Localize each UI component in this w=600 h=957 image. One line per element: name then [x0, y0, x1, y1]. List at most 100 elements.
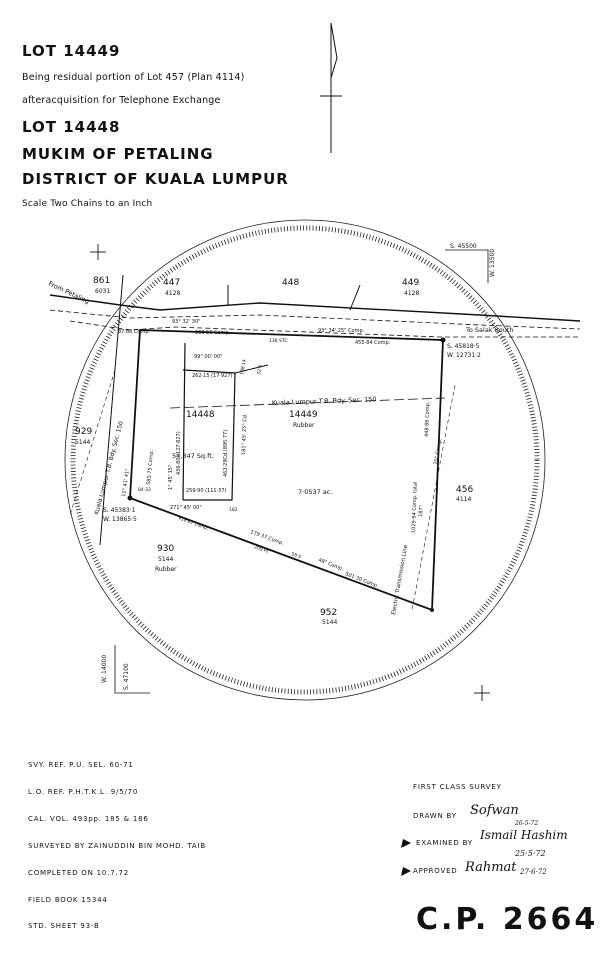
scale-text: Scale Two Chains to an Inch: [22, 199, 153, 209]
lot-14448-num: 14448: [186, 410, 215, 420]
coord-sw-w: W. 13865·5: [103, 516, 137, 523]
lot-861-num: 861: [93, 276, 110, 286]
distance-top-right: 455·84 Comp.: [355, 340, 391, 346]
lot-description-line2: afteracquisition for Telephone Exchange: [22, 95, 221, 106]
lot-952-num: 952: [320, 608, 337, 618]
std-sheet: STD. SHEET 93-B: [28, 922, 100, 930]
svy-ref: SVY. REF. P.U. SEL. 60-71: [28, 761, 134, 769]
lot-description-line1: Being residual portion of Lot 457 (Plan …: [22, 72, 245, 83]
distance-inner-bottom: 259·90 (111·37): [186, 488, 227, 494]
cal-vol: CAL. VOL. 493pp. 185 & 186: [28, 815, 149, 823]
completed-on: COMPLETED ON 10.7.72: [28, 869, 129, 877]
small-d: 84·33: [138, 487, 151, 493]
lot-second-title: LOT 14448: [22, 118, 121, 136]
coord-ne-s: S. 45818·5: [447, 343, 480, 350]
lot-456-sub: 4114: [456, 496, 471, 503]
lot-929-num: 929: [75, 427, 92, 437]
lot-952-sub: 5144: [322, 619, 337, 626]
scale-circle: [64, 219, 546, 701]
road-from-label: From Petaling: [47, 280, 90, 306]
approved-label: APPROVED: [413, 867, 458, 875]
survey-plan: S. 45500 W. 13500 S. 47100 W. 14000 861 …: [47, 219, 581, 701]
bearing-top-left: 93° 32' 30": [172, 319, 200, 325]
lo-ref: L.O. REF. P.H.T.K.L. 9/5/70: [28, 788, 139, 796]
lot-14449-use: Rubber: [293, 422, 315, 429]
lot-930-num: 930: [157, 544, 174, 554]
lot-14449-num: 14449: [289, 410, 318, 420]
small-a: 138 STC: [269, 338, 288, 344]
lot-14448-area: 54,347 Sq.ft.: [172, 452, 214, 460]
lot-449-sub: 4128: [404, 290, 419, 297]
small-f: 58·5: [290, 551, 302, 560]
small-g: 418·82 Comp.: [177, 515, 209, 531]
distance-right-vert: 1029·94 Comp. total: [411, 481, 419, 533]
north-arrow-icon: [320, 22, 342, 153]
approved-signature: Rahmat: [465, 860, 517, 875]
transmission-label: Electric Transmission Line: [391, 544, 409, 615]
distance-bottom-mid: 501·30 Comp.: [344, 571, 379, 589]
lot-448-num: 448: [282, 278, 299, 288]
grid-cross-nw: [90, 244, 106, 260]
road-south-edge: [49, 309, 581, 330]
lot-main-title: LOT 14449: [22, 42, 121, 60]
lot-929-sub: 5144: [75, 439, 90, 446]
bearing-inner-top: 99° 00' 00": [194, 354, 222, 360]
scale-circle-ticks: [70, 225, 540, 695]
coord-sw-s: S. 45383·1: [103, 507, 136, 514]
road-north-edge: [49, 294, 581, 322]
kl-boundary-line: [169, 397, 446, 409]
bearing-right: 187°: [418, 504, 425, 517]
small-h: 32·6: [256, 364, 264, 375]
lot-449-num: 449: [402, 278, 419, 288]
bearing-inner-bottom: 271° 45' 00": [170, 505, 202, 511]
small-c: 182: [229, 507, 238, 513]
surveyed-by: SURVEYED BY ZAINUDDIN BIN MOHD. TAIB: [28, 842, 206, 850]
road-to-label: To Salak South: [465, 326, 514, 334]
approved-date: 27·6·72: [520, 868, 547, 876]
bearing-inner-mid: 181° 45' 25" Cd.: [241, 413, 248, 455]
lot-14449-area: 7·0537 ac.: [298, 488, 332, 496]
drawn-date: 26-5-72: [515, 820, 539, 827]
kl-boundary-label: Kuala Lumpur T.B. Bdy. Sec. 150: [272, 395, 377, 407]
lot-447-num: 447: [163, 278, 180, 288]
road-reserve: [69, 320, 580, 338]
lot-930-sub: 5144: [158, 556, 173, 563]
bearing-right2: 70° Comp.: [433, 438, 444, 466]
first-class-survey: FIRST CLASS SURVEY: [413, 783, 502, 791]
small-b: 188·14: [239, 359, 248, 376]
small-e: 209 Pl.: [253, 544, 270, 555]
grid-cross-se: [474, 685, 490, 701]
distance-small-left: 87·88 Comp.: [118, 329, 150, 335]
drawn-signature: Sofwan: [470, 803, 519, 818]
distance-inner-mid: 463·29Cd.(895·77): [223, 430, 229, 477]
bearing-bottom: 48° Comp.: [317, 557, 344, 572]
distance-inner-top: 262·15 (17·927): [192, 373, 233, 379]
examined-by-label: EXAMINED BY: [416, 839, 473, 847]
examined-date: 25·5·72: [515, 849, 546, 858]
lot-930-use: Rubber: [155, 566, 177, 573]
distance-left-edge: 585·75 Comp.: [146, 449, 155, 485]
examined-signature: Ismail Hashim: [480, 828, 568, 842]
distance-right-vert2: 448·86 Comp.: [424, 401, 431, 437]
grid-top-w: W. 13500: [489, 249, 496, 277]
district-title: DISTRICT OF KUALA LUMPUR: [22, 170, 289, 188]
lot-861-sub: 6031: [95, 288, 110, 295]
grid-corner-sw: [114, 645, 150, 694]
grid-corner-ne: [445, 249, 489, 283]
cp-number: C.P. 26641: [416, 902, 600, 937]
bearing-left-edge: 11° 41' 41": [121, 468, 131, 497]
bearing-top-right: 93° 34' 25" Comp.: [318, 328, 365, 334]
mukim-title: MUKIM OF PETALING: [22, 145, 214, 163]
boundary-861-929: [99, 274, 124, 546]
lot-14448-boundary: [182, 369, 236, 501]
grid-bot-w: W. 14000: [101, 655, 108, 683]
lot-456-num: 456: [456, 485, 473, 495]
distance-top-left: 369·56 Comp.: [195, 330, 231, 336]
grid-top-s: S. 45500: [450, 243, 477, 250]
lot-447-sub: 4128: [165, 290, 180, 297]
transmission-line: [411, 384, 456, 611]
field-book: FIELD BOOK 15344: [28, 896, 108, 904]
examined-stamp-icon: [400, 834, 412, 848]
grid-bot-s: S. 47100: [123, 663, 130, 690]
drawn-by-label: DRAWN BY: [413, 812, 457, 820]
